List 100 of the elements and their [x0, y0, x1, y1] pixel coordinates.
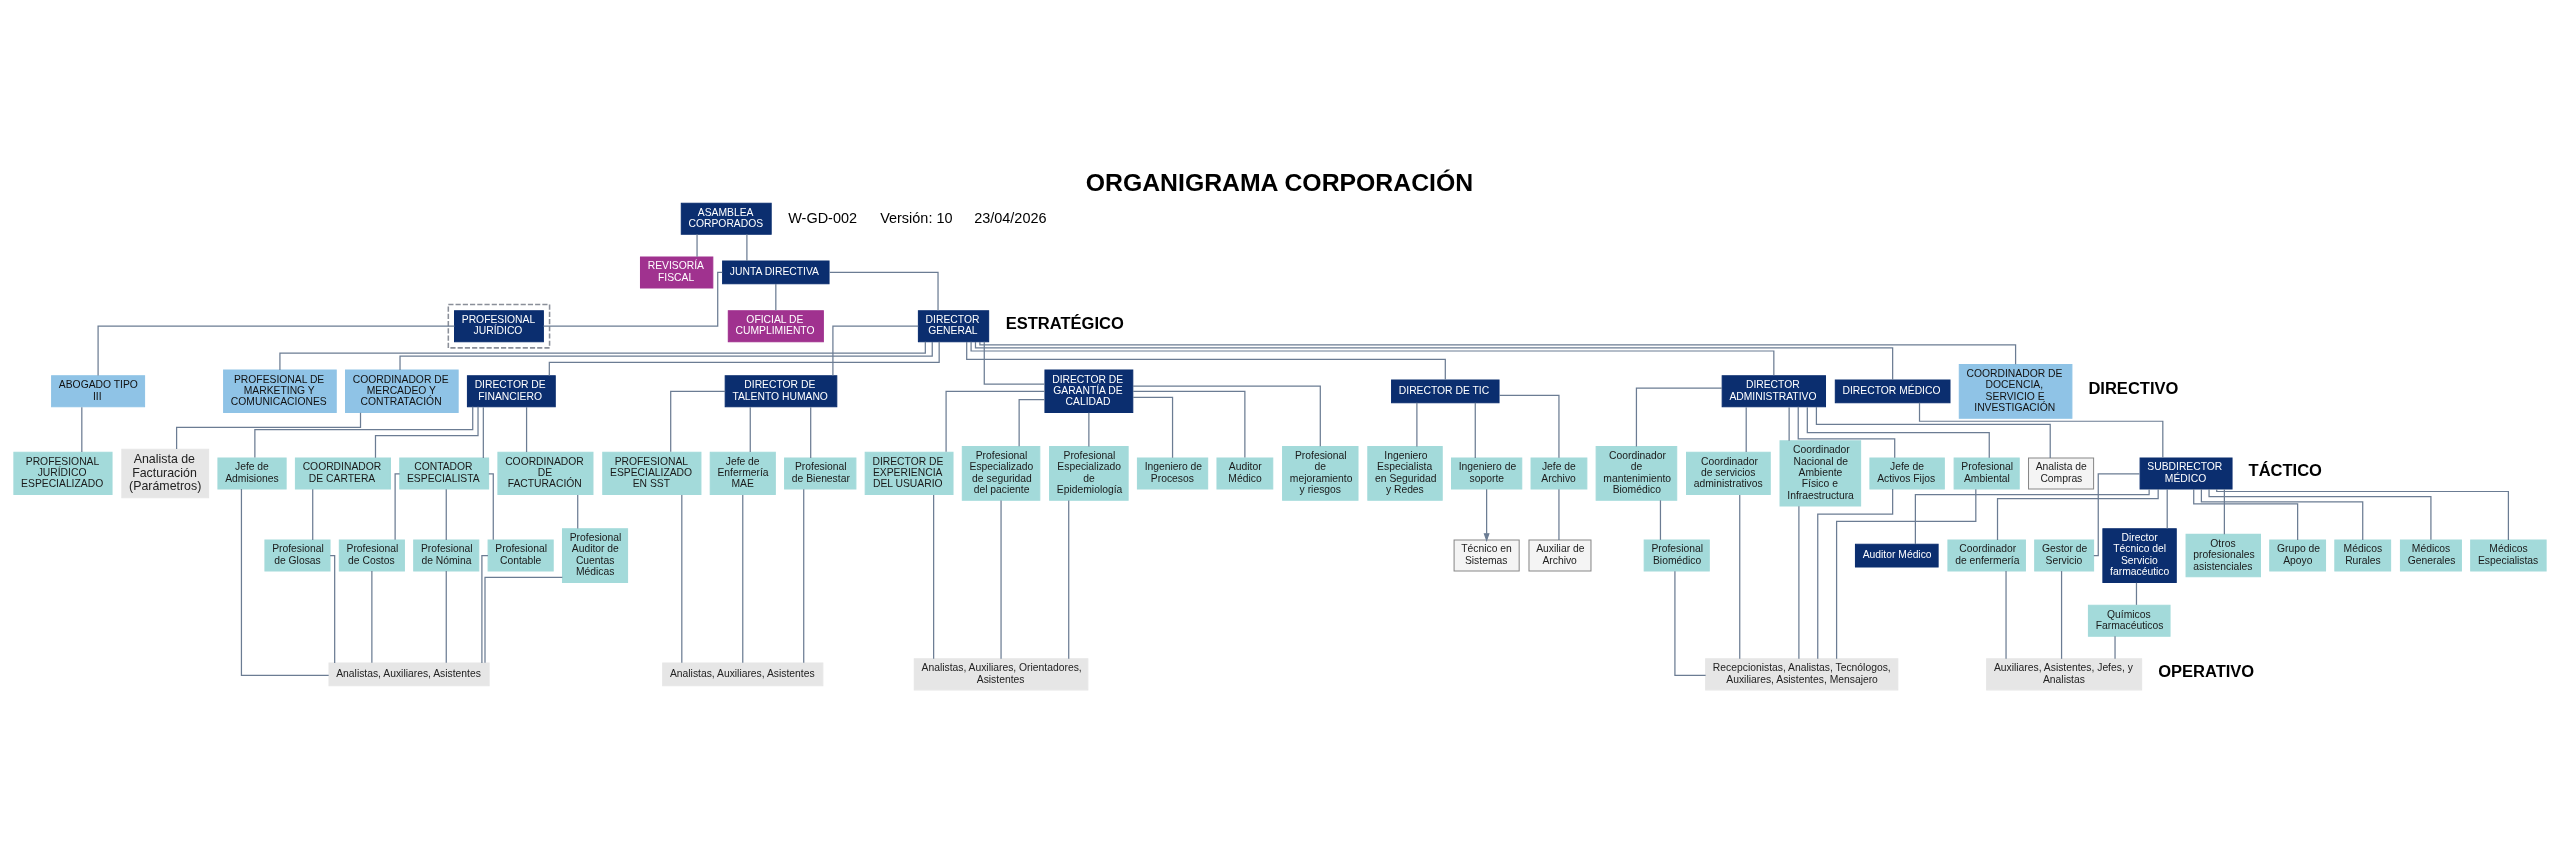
connector — [371, 570, 373, 664]
node-box: COORDINADOR DE MERCADEO Y CONTRATACIÓN — [345, 369, 459, 413]
connector — [2114, 635, 2116, 660]
connector — [1132, 385, 1321, 447]
connector — [97, 325, 456, 377]
label: ESTRATÉGICO — [1005, 314, 1124, 334]
connector — [2135, 582, 2138, 606]
connector — [1914, 488, 2150, 545]
connector — [670, 390, 726, 453]
node-box: JUNTA DIRECTIVA — [722, 260, 830, 285]
connector — [482, 406, 484, 459]
connector — [742, 494, 744, 664]
node-box: Auditor Médico — [1216, 457, 1274, 490]
connector — [1739, 494, 1741, 660]
node-box: Recepcionistas, Analistas, Tecnólogos, Auxiliares, Asistentes, Mensajero — [1705, 658, 1899, 691]
connector — [1088, 412, 1090, 447]
node-box: Ingeniero de Procesos — [1136, 457, 1209, 490]
connector — [1745, 406, 1747, 453]
connector — [979, 341, 2017, 365]
connector — [1659, 499, 1662, 541]
node-box: Profesional Biomédico — [1643, 539, 1710, 572]
connector — [1817, 488, 1894, 660]
connector — [1068, 499, 1070, 660]
connector — [1815, 406, 2051, 459]
node-box: ABOGADO TIPO III — [51, 375, 146, 408]
arrow — [1483, 488, 1490, 542]
connector — [2208, 488, 2432, 541]
connector — [945, 390, 1046, 453]
node-box: Profesional de Bienestar — [784, 457, 857, 490]
node-box: DIRECTOR DE FINANCIERO — [466, 375, 556, 408]
connector — [2166, 488, 2168, 530]
connector — [374, 406, 479, 459]
node-box: Grupo de Apoyo — [2269, 539, 2327, 572]
node-box: Analista de Facturación (Parámetros) — [121, 448, 210, 499]
connector — [832, 325, 919, 377]
cluster — [447, 303, 551, 349]
connector — [1000, 499, 1002, 660]
connector — [2223, 488, 2225, 535]
node-box: PROFESIONAL DE MARKETING Y COMUNICACIONES — [223, 369, 337, 413]
connector — [2200, 488, 2364, 541]
node-box: ASAMBLEA CORPORADOS — [680, 202, 772, 235]
connector — [1416, 402, 1418, 448]
label: DIRECTIVO — [2088, 379, 2179, 399]
node-box: REVISORÍA FISCAL — [639, 256, 714, 289]
connector — [1018, 398, 1046, 447]
node-box: Médicos Especialistas — [2470, 539, 2547, 572]
connector — [803, 488, 805, 664]
node-box: Coordinador Nacional de Ambiente Físico e Infraestructura — [1779, 440, 1862, 507]
connector — [749, 406, 751, 453]
node-box: Otros profesionales asistenciales — [2185, 533, 2261, 578]
connector — [746, 233, 748, 262]
connector — [933, 494, 935, 660]
node-box: Profesional Auditor de Cuentas Médicas — [561, 528, 629, 583]
connector — [1798, 505, 1800, 660]
connector — [2216, 488, 2509, 541]
node-box: DIRECTOR MÉDICO — [1834, 379, 1951, 404]
connector — [974, 341, 1894, 381]
node-box: Jefe de Admisiones — [217, 457, 287, 490]
node-box: DIRECTOR ADMINISTRATIVO — [1721, 375, 1826, 408]
node-box: Coordinador de mantenimiento Biomédico — [1595, 446, 1678, 501]
connector — [399, 341, 933, 371]
connector — [1498, 394, 1560, 459]
connector — [681, 494, 683, 664]
connector — [481, 554, 489, 664]
connector — [542, 271, 723, 327]
node-box: Profesional de Costos — [338, 539, 405, 572]
connector — [696, 233, 698, 258]
node-box: Auxiliares, Asistentes, Jefes, y Analistas — [1986, 658, 2143, 691]
connector — [2193, 488, 2299, 541]
node-box: Profesional de mejoramiento y riesgos — [1282, 446, 1359, 501]
connector — [828, 271, 939, 312]
connector — [966, 341, 1446, 381]
node-box: PROFESIONAL JURÍDICO — [454, 310, 544, 343]
node-box: Auditor Médico — [1854, 543, 1939, 568]
node-box: DIRECTOR DE TIC — [1391, 379, 1500, 404]
connector — [312, 488, 314, 541]
connector — [484, 576, 563, 664]
node-box: OFICIAL DE CUMPLIMIENTO — [727, 310, 824, 343]
connector — [488, 473, 494, 541]
connector — [1918, 402, 2164, 459]
node-box: CONTADOR ESPECIALISTA — [399, 457, 490, 490]
node-box: Gestor de Servicio — [2034, 539, 2095, 572]
node-box: Profesional Especializado de Epidemiología — [1049, 446, 1129, 501]
node-box: Auxiliar de Archivo — [1528, 539, 1592, 572]
node-box: DIRECTOR DE TALENTO HUMANO — [724, 375, 838, 408]
connector — [983, 341, 1046, 385]
node-box: Analistas, Auxiliares, Asistentes — [662, 662, 824, 687]
connector — [1788, 406, 1790, 442]
connector — [254, 406, 474, 459]
node-box: PROFESIONAL JURÍDICO ESPECIALIZADO — [13, 451, 113, 496]
node-box: PROFESIONAL ESPECIALIZADO EN SST — [602, 451, 702, 496]
node-box: Químicos Farmacéuticos — [2087, 604, 2171, 637]
label: 23/04/2026 — [974, 209, 1047, 226]
node-box: Coordinador de enfermería — [1947, 539, 2026, 572]
connector — [577, 494, 579, 530]
connector — [445, 570, 447, 664]
label: OPERATIVO — [2158, 662, 2255, 682]
connector — [394, 473, 401, 541]
diagram-title: ORGANIGRAMA CORPORACIÓN — [1085, 169, 1474, 197]
node-box: Técnico en Sistemas — [1453, 539, 1520, 572]
